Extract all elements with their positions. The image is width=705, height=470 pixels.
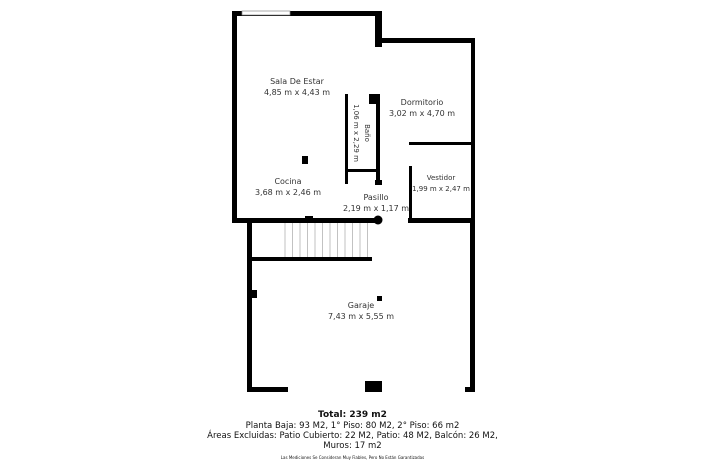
wall-area: Muros: 17 m2 (323, 441, 382, 451)
excluded-areas: Áreas Excluidas: Patio Cubierto: 22 M2, … (207, 431, 498, 441)
disclaimer: Las Mediciones Se Consideran Muy Fiables… (280, 455, 425, 460)
total-area: Total: 239 m2 (318, 410, 387, 420)
window (241, 10, 291, 16)
stairs (284, 223, 368, 257)
floor-areas: Planta Baja: 93 M2, 1° Piso: 80 M2, 2° P… (245, 421, 460, 431)
walls (232, 11, 475, 392)
